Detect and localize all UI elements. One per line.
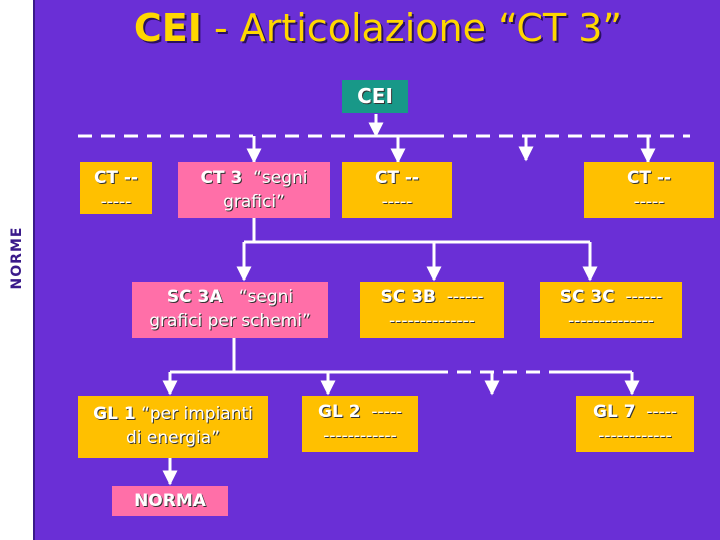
node-sc3c: SC 3C ------ --------------: [540, 282, 682, 338]
sidebar-strip: [0, 0, 33, 540]
node-norma: NORMA: [112, 486, 228, 516]
node-ct-right: CT -- -----: [584, 162, 714, 218]
node-sc3a-title: SC 3A: [166, 287, 223, 307]
node-gl1: GL 1 “per impianti di energia”: [78, 396, 268, 458]
page-title: CEI - Articolazione “CT 3”: [36, 6, 720, 50]
node-ct-right-title: CT --: [626, 168, 672, 188]
node-gl2: GL 2 ----- ------------: [302, 396, 418, 452]
node-ct-mid-title: CT --: [374, 168, 420, 188]
node-sc3b-sub1: ------: [446, 287, 484, 307]
title-bold: CEI: [133, 6, 202, 50]
node-gl7-sub2: ------------: [598, 426, 672, 446]
node-sc3b-title: SC 3B: [380, 287, 436, 307]
node-ct3-sub1: “segni: [253, 168, 308, 188]
node-sc3a: SC 3A “segni grafici per schemi”: [132, 282, 328, 338]
node-gl7-title: GL 7: [592, 402, 636, 422]
node-ct-mid: CT -- -----: [342, 162, 452, 218]
node-gl2-sub2: ------------: [323, 426, 397, 446]
node-gl2-title: GL 2: [317, 402, 361, 422]
node-sc3c-sub2: --------------: [568, 311, 654, 331]
node-ct-right-sub: -----: [633, 192, 665, 212]
node-ct3-title: CT 3: [200, 168, 243, 188]
node-ct3-sub2: grafici”: [223, 192, 285, 212]
node-ct-left-sub: -----: [100, 192, 132, 212]
node-gl1-sub2: di energia”: [125, 428, 221, 448]
node-gl1-title: GL 1: [93, 404, 136, 424]
node-ct-mid-sub: -----: [381, 192, 413, 212]
title-rest: - Articolazione “CT 3”: [201, 6, 623, 50]
node-gl7-sub1: -----: [646, 402, 678, 422]
node-ct-left-title: CT --: [93, 168, 139, 188]
sidebar-divider: [33, 0, 35, 540]
node-gl1-sub1: “per impianti: [141, 404, 253, 424]
node-sc3c-sub1: ------: [625, 287, 663, 307]
node-sc3a-sub2: grafici per schemi”: [149, 311, 311, 331]
node-gl7: GL 7 ----- ------------: [576, 396, 694, 452]
node-sc3b: SC 3B ------ --------------: [360, 282, 504, 338]
node-gl2-sub1: -----: [371, 402, 403, 422]
node-ct-left: CT -- -----: [80, 162, 152, 214]
node-cei: CEI: [342, 80, 408, 113]
node-sc3b-sub2: --------------: [389, 311, 475, 331]
node-ct3: CT 3 “segni grafici”: [178, 162, 330, 218]
node-sc3a-sub1: “segni: [238, 287, 294, 307]
node-sc3c-title: SC 3C: [559, 287, 615, 307]
